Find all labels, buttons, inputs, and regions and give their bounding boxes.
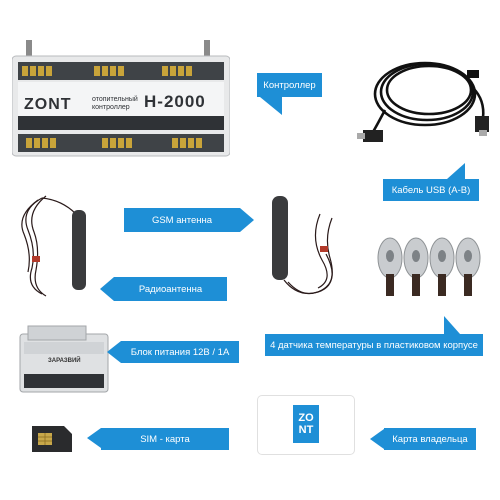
power-supply-label: Блок питания 12В / 1А: [121, 341, 239, 363]
owner-card-logo-line2: NT: [298, 424, 314, 436]
radio-callout-tail: [100, 277, 114, 301]
gsm-antenna-image: [258, 188, 348, 308]
sim-card-image: [30, 424, 74, 454]
owner-card-logo: ZO NT: [293, 405, 319, 443]
gsm-antenna-label: GSM антенна: [124, 208, 240, 232]
owner-callout-tail: [370, 429, 384, 449]
power-supply-brand: ЗАРАЗВИЙ: [48, 358, 81, 364]
device-model: H-2000: [144, 92, 206, 111]
owner-card-label: Карта владельца: [384, 428, 476, 450]
device-subtitle-line2: контроллер: [92, 104, 130, 111]
usb-callout-tail: [447, 163, 465, 179]
controller-image: ZONT отопительный контроллер H-2000: [11, 40, 231, 158]
sensors-callout-tail: [444, 316, 460, 334]
owner-card-image: ZO NT: [258, 396, 354, 454]
controller-label: Контроллер: [257, 73, 322, 97]
power-callout-tail: [107, 341, 121, 363]
controller-callout-tail: [260, 97, 282, 115]
temp-sensors-image: [375, 230, 485, 305]
sim-callout-tail: [87, 428, 101, 448]
temp-sensors-label: 4 датчика температуры в пластиковом корп…: [265, 334, 483, 356]
usb-cable-label: Кабель USB (A-B): [383, 179, 479, 201]
device-brand: ZONT: [24, 96, 72, 113]
power-supply-image: ЗАРАЗВИЙ: [18, 324, 110, 396]
sim-card-label: SIM - карта: [101, 428, 229, 450]
gsm-callout-tail: [240, 208, 254, 232]
owner-card-logo-line1: ZO: [298, 412, 314, 424]
device-subtitle-line1: отопительный: [92, 96, 138, 103]
radio-antenna-image: [12, 190, 102, 310]
radio-antenna-label: Радиоантенна: [114, 277, 227, 301]
usb-cable-image: [355, 40, 495, 150]
